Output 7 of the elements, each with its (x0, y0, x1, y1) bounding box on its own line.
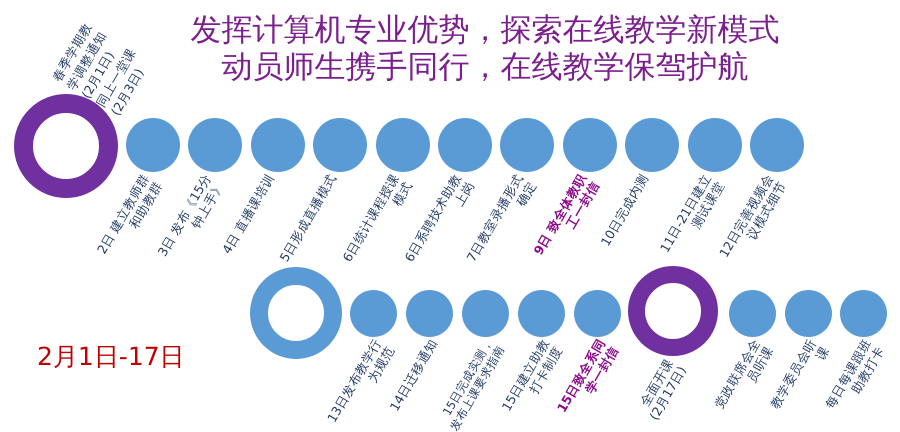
date-range-label: 2月1日-17日 (37, 342, 185, 372)
event-label: 4日 直播课培训 (218, 171, 277, 256)
event-label: 5日形成直播模式 (276, 171, 340, 264)
event-label: 全面开课(2月17日) (636, 356, 689, 425)
title: 发挥计算机专业优势，探索在线教学新模式动员师生携手同行，在线教学保驾护航 (190, 12, 780, 86)
timeline-ring (250, 267, 342, 359)
timeline-ring (628, 266, 718, 356)
